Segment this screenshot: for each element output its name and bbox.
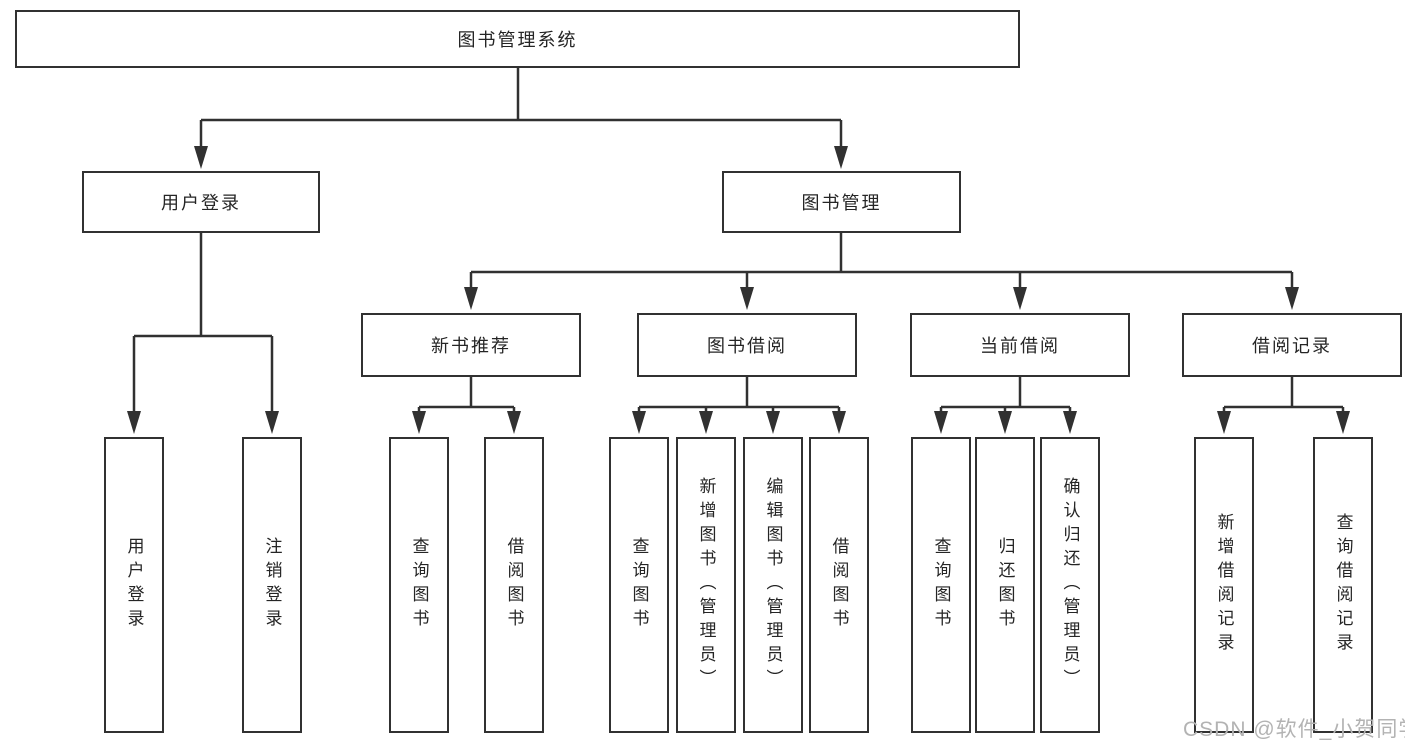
leaf-query-books-current: 查询图书 — [911, 437, 971, 733]
node-root: 图书管理系统 — [15, 10, 1020, 68]
leaf-query-books-borrow: 查询图书 — [609, 437, 669, 733]
leaf-confirm-return-admin: 确认归还（管理员） — [1040, 437, 1100, 733]
leaf-edit-book-admin: 编辑图书（管理员） — [743, 437, 803, 733]
leaf-add-borrow-record: 新增借阅记录 — [1194, 437, 1254, 733]
csdn-watermark: CSDN @软件_小贺同学 — [1183, 718, 1405, 741]
leaf-query-books-recommend: 查询图书 — [389, 437, 449, 733]
node-borrow-records: 借阅记录 — [1182, 313, 1402, 377]
node-book-management: 图书管理 — [722, 171, 961, 233]
leaf-borrow-books: 借阅图书 — [809, 437, 869, 733]
leaf-logout: 注销登录 — [242, 437, 302, 733]
arrowheads — [127, 146, 1350, 434]
node-current-borrow: 当前借阅 — [910, 313, 1130, 377]
leaf-return-book: 归还图书 — [975, 437, 1035, 733]
leaf-query-borrow-record: 查询借阅记录 — [1313, 437, 1373, 733]
node-book-borrow: 图书借阅 — [637, 313, 857, 377]
leaf-borrow-books-recommend: 借阅图书 — [484, 437, 544, 733]
node-new-book-recommend: 新书推荐 — [361, 313, 581, 377]
leaf-add-book-admin: 新增图书（管理员） — [676, 437, 736, 733]
node-user-login: 用户登录 — [82, 171, 320, 233]
leaf-user-login: 用户登录 — [104, 437, 164, 733]
